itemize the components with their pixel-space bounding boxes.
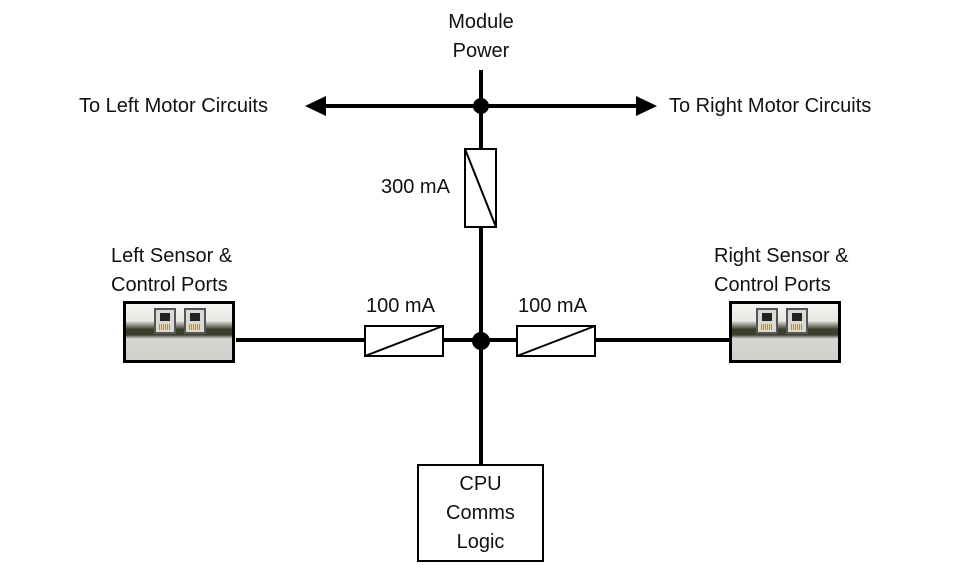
right-jack-2-icon (786, 308, 808, 334)
left-motor-label: To Left Motor Circuits (79, 95, 268, 117)
left-sensor-ports-image (123, 301, 235, 363)
left-ports-line-2: Control Ports (111, 274, 228, 296)
left-ports-line-1: Left Sensor & (111, 245, 233, 267)
right-jack-1-icon (756, 308, 778, 334)
fuse-main-label: 300 mA (381, 176, 450, 198)
module-power-line-2: Power (452, 40, 510, 62)
fuse-left-slash (364, 325, 444, 357)
right-ports-line-2: Control Ports (714, 274, 831, 296)
right-sensor-ports-image (729, 301, 841, 363)
left-jack-1-icon (154, 308, 176, 334)
left-ports-label: Left Sensor & Control Ports (111, 242, 232, 300)
cpu-line-1: CPU (459, 472, 502, 495)
right-motor-label: To Right Motor Circuits (669, 95, 872, 117)
top-junction-node (473, 98, 489, 114)
fuse-right-label: 100 mA (518, 295, 587, 317)
left-arrow-icon (305, 96, 326, 116)
fuse-right-slash (516, 325, 596, 357)
module-power-label: Module Power (421, 8, 541, 66)
cpu-comms-logic-block: CPU Comms Logic (417, 464, 544, 562)
fuse-left-label: 100 mA (366, 295, 435, 317)
right-ports-line-1: Right Sensor & (714, 245, 849, 267)
module-power-line-1: Module (448, 11, 514, 33)
right-arrow-icon (636, 96, 657, 116)
cpu-line-2: Comms (446, 501, 515, 524)
cpu-line-3: Logic (456, 530, 505, 553)
left-jack-2-icon (184, 308, 206, 334)
fuse-main-slash (464, 148, 497, 228)
right-ports-label: Right Sensor & Control Ports (714, 242, 849, 300)
